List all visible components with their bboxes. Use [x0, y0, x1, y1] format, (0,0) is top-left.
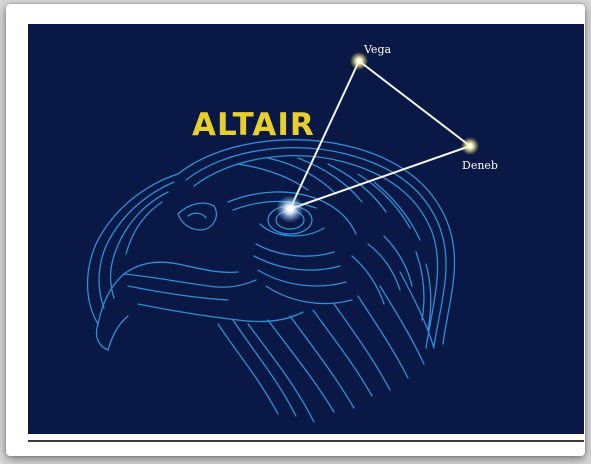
star-deneb — [461, 137, 479, 155]
altair-eagle-illustration: ALTAIR Vega Deneb — [28, 24, 584, 434]
deneb-label: Deneb — [462, 159, 498, 172]
star-altair — [276, 195, 304, 223]
frame-bottom-rule — [28, 440, 584, 442]
illustration-canvas: ALTAIR Vega Deneb — [28, 24, 584, 434]
altair-title: ALTAIR — [192, 107, 315, 143]
photo-frame: ALTAIR Vega Deneb — [6, 4, 585, 456]
vega-label: Vega — [363, 43, 391, 56]
